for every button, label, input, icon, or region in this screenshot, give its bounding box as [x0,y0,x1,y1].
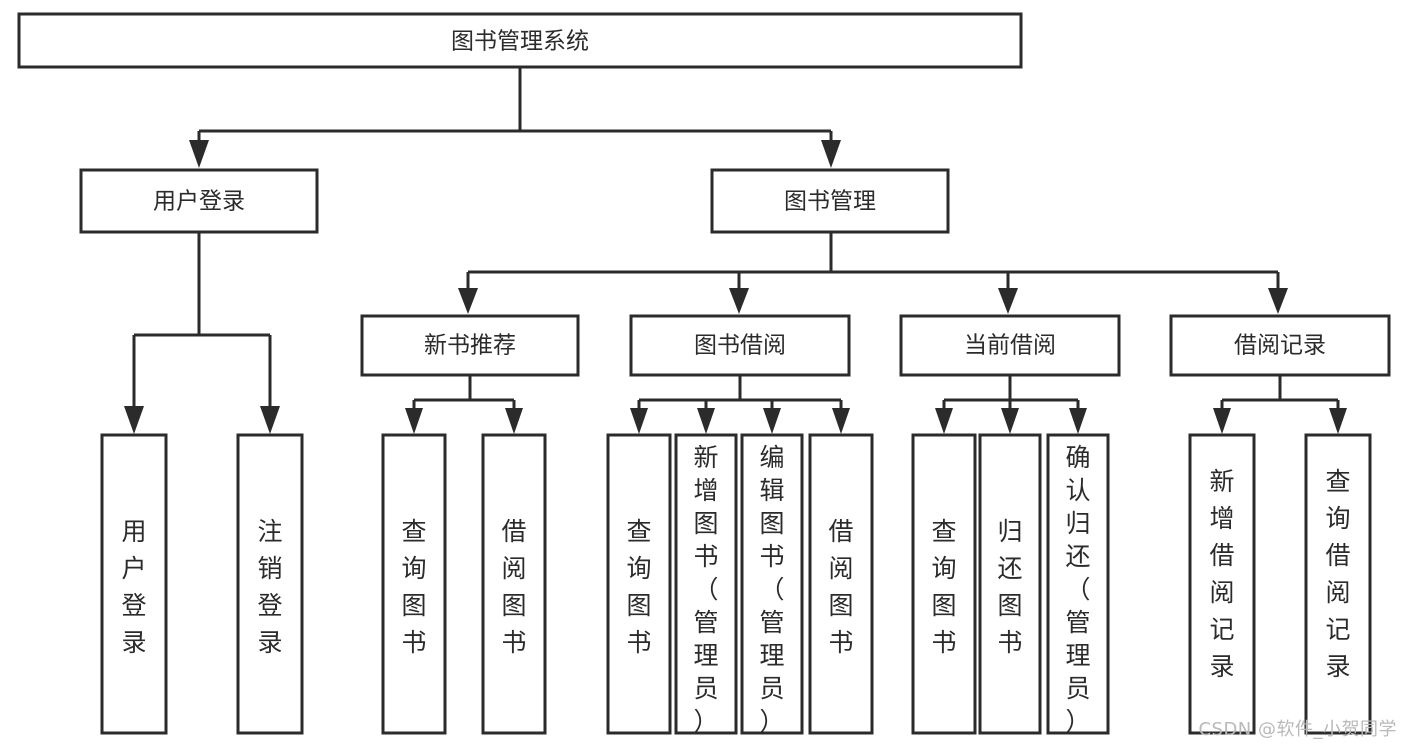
leaf-edit-book-label: 编辑图书（管理员） [759,443,784,736]
node-book-borrow[interactable]: 图书借阅 [629,314,851,377]
node-book-borrow-box[interactable] [629,314,851,377]
leaf-query-book-1-box[interactable] [381,433,447,735]
node-book-management[interactable]: 图书管理 [710,168,950,234]
node-borrow-record-label: 借阅记录 [1234,333,1326,359]
arrow-to-book-management [821,140,841,168]
leaf-add-record[interactable]: 新增借阅记录 [1188,433,1256,735]
leaf-user-logout[interactable]: 注销登录 [236,433,304,735]
leaf-edit-book-box[interactable] [740,433,804,735]
node-book-borrow-label: 图书借阅 [694,333,786,359]
leaf-user-login[interactable]: 用户登录 [100,433,168,735]
leaf-query-book-3[interactable]: 查询图书 [911,433,977,735]
node-current-borrow-label: 当前借阅 [964,333,1056,359]
leaf-add-record-label: 新增借阅记录 [1209,467,1234,681]
arrow-to-leaf-add-book [697,408,715,434]
arrow-to-book-borrow [729,288,749,314]
leaf-query-book-1-label: 查询图书 [401,517,426,657]
arrow-to-leaf-query-book-1 [405,408,423,434]
node-root-box[interactable] [17,12,1023,69]
arrow-to-leaf-confirm-return [1069,408,1087,434]
leaf-add-book-label: 新增图书（管理员） [693,443,718,736]
arrow-to-leaf-query-book-3 [935,408,953,434]
node-borrow-record[interactable]: 借阅记录 [1169,314,1391,377]
leaf-add-book[interactable]: 新增图书（管理员） [674,433,738,736]
arrow-to-leaf-edit-book [763,408,781,434]
arrow-to-new-book-recommend [458,288,478,314]
leaf-borrow-book-1-box[interactable] [481,433,547,735]
node-book-management-label: 图书管理 [784,189,876,215]
leaf-user-login-label: 用户登录 [121,517,146,657]
leaf-confirm-return-box[interactable] [1046,433,1110,735]
leaf-query-book-3-box[interactable] [911,433,977,735]
arrow-to-leaf-return-book [1001,408,1019,434]
arrow-to-borrow-record [1268,288,1288,314]
node-current-borrow-box[interactable] [899,314,1121,377]
node-root[interactable]: 图书管理系统 [17,12,1023,69]
leaf-query-record-label: 查询借阅记录 [1325,467,1350,681]
leaf-borrow-book-1[interactable]: 借阅图书 [481,433,547,735]
leaf-borrow-book-2-box[interactable] [808,433,874,735]
node-user-login-box[interactable] [79,168,319,234]
node-root-label: 图书管理系统 [451,29,589,55]
leaf-user-logout-label: 注销登录 [257,517,282,657]
arrow-to-leaf-query-book-2 [630,408,648,434]
leaf-borrow-book-1-label: 借阅图书 [501,517,526,657]
leaf-borrow-book-2-label: 借阅图书 [828,517,853,657]
leaf-query-record[interactable]: 查询借阅记录 [1304,433,1372,735]
leaf-return-book-box[interactable] [978,433,1042,735]
leaf-edit-book[interactable]: 编辑图书（管理员） [740,433,804,736]
arrow-to-leaf-borrow-book-2 [832,408,850,434]
leaf-query-book-2[interactable]: 查询图书 [606,433,672,735]
arrow-to-user-login [189,140,209,168]
leaf-return-book-label: 归还图书 [997,517,1022,657]
node-current-borrow[interactable]: 当前借阅 [899,314,1121,377]
leaf-query-record-box[interactable] [1304,433,1372,735]
leaf-user-login-box[interactable] [100,433,168,735]
leaf-add-book-box[interactable] [674,433,738,735]
leaf-confirm-return[interactable]: 确认归还（管理员） [1046,433,1110,736]
arrow-to-current-borrow [998,288,1018,314]
arrow-to-leaf-user-login [124,406,144,434]
leaf-query-book-3-label: 查询图书 [931,517,956,657]
leaf-add-record-box[interactable] [1188,433,1256,735]
node-user-login[interactable]: 用户登录 [79,168,319,234]
connector-layer [124,67,1347,434]
node-borrow-record-box[interactable] [1169,314,1391,377]
node-user-login-label: 用户登录 [153,189,245,215]
leaf-query-book-1[interactable]: 查询图书 [381,433,447,735]
leaf-user-logout-box[interactable] [236,433,304,735]
leaf-borrow-book-2[interactable]: 借阅图书 [808,433,874,735]
leaf-confirm-return-label: 确认归还（管理员） [1065,443,1090,736]
arrow-to-leaf-user-logout [260,406,280,434]
leaf-query-book-2-label: 查询图书 [626,517,651,657]
node-new-book-recommend[interactable]: 新书推荐 [360,314,580,377]
node-new-book-recommend-box[interactable] [360,314,580,377]
arrow-to-leaf-add-record [1213,408,1231,434]
arrow-to-leaf-query-record [1329,408,1347,434]
node-new-book-recommend-label: 新书推荐 [424,333,516,359]
csdn-watermark: CSDN @软件_小贺同学 [1198,719,1397,740]
leaf-return-book[interactable]: 归还图书 [978,433,1042,735]
node-book-management-box[interactable] [710,168,950,234]
arrow-to-leaf-borrow-book-1 [505,408,523,434]
leaf-query-book-2-box[interactable] [606,433,672,735]
